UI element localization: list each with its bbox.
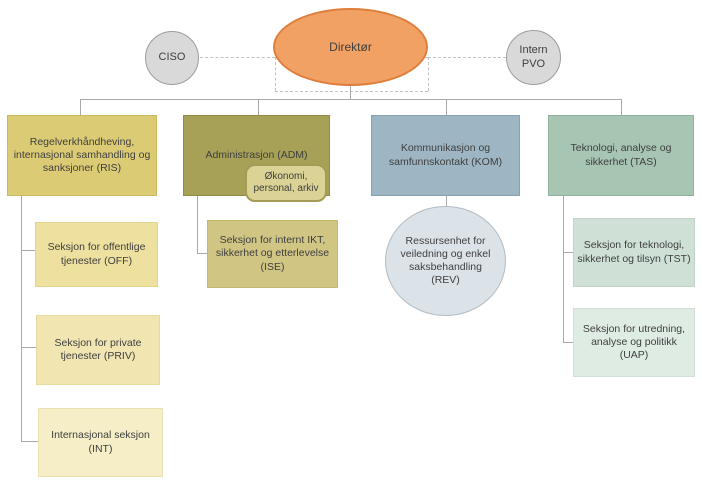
connector-ris-off [21,250,35,251]
connector-adm-ise [197,253,207,254]
intern-pvo-node: Intern PVO [506,30,561,85]
connector-drop-ris [80,99,81,115]
connector-tas-vertical [563,196,564,343]
connector-dashed-pvo [428,57,506,58]
connector-dashed-rect-left [275,57,276,91]
connector-tas-tst [563,252,573,253]
section-priv-label: Seksjon for private tjenester (PRIV) [54,336,142,362]
section-uap-label: Seksjon for utredning, analyse og politi… [582,322,686,362]
connector-kom-rev [446,196,447,207]
director-label: Direktør [329,39,372,54]
connector-tas-uap [563,342,573,343]
dept-adm-label: Administrasjon (ADM) [205,148,308,161]
section-off-label: Seksjon for offentlige tjenester (OFF) [47,241,146,267]
connector-drop-kom [446,99,447,115]
dept-kom-label: Kommunikasjon og samfunnskontakt (KOM) [388,142,503,168]
dept-tas-node: Teknologi, analyse og sikkerhet (TAS) [548,115,694,196]
connector-adm-vertical [197,196,198,254]
director-node: Direktør [273,8,428,86]
connector-ris-int [21,441,38,442]
dept-kom-node: Kommunikasjon og samfunnskontakt (KOM) [371,115,520,196]
unit-rev-label: Ressursenhet for veiledning og enkel sak… [400,234,491,287]
ciso-node: CISO [145,31,199,85]
connector-dashed-rect-right [428,57,429,91]
unit-rev-node: Ressursenhet for veiledning og enkel sak… [385,206,506,316]
connector-ris-priv [21,347,36,348]
adm-staff-unit-node: Økonomi, personal, arkiv [245,164,327,202]
adm-staff-unit-label: Økonomi, personal, arkiv [253,170,319,195]
connector-ris-vertical [21,196,22,442]
section-int-node: Internasjonal seksjon (INT) [38,408,163,477]
connector-drop-adm [258,99,259,115]
section-ise-label: Seksjon for internt IKT, sikkerhet og et… [215,234,330,273]
section-uap-node: Seksjon for utredning, analyse og politi… [573,308,695,377]
connector-director-stem [350,85,351,99]
section-priv-node: Seksjon for private tjenester (PRIV) [36,315,160,385]
connector-drop-tas [621,99,622,115]
intern-pvo-label: Intern PVO [519,43,548,70]
connector-dashed-ciso [200,57,275,58]
dept-ris-label: Regelverkhåndheving, internasjonal samha… [13,135,151,175]
section-off-node: Seksjon for offentlige tjenester (OFF) [35,222,158,287]
ciso-label: CISO [158,51,186,64]
connector-dashed-rect-bottom [275,91,428,92]
section-ise-node: Seksjon for internt IKT, sikkerhet og et… [207,220,338,288]
section-tst-node: Seksjon for teknologi, sikkerhet og tils… [573,218,695,287]
dept-tas-label: Teknologi, analyse og sikkerhet (TAS) [570,142,672,168]
section-tst-label: Seksjon for teknologi, sikkerhet og tils… [577,239,691,265]
dept-ris-node: Regelverkhåndheving, internasjonal samha… [7,115,157,196]
connector-main-horizontal [80,99,622,100]
section-int-label: Internasjonal seksjon (INT) [51,429,150,455]
